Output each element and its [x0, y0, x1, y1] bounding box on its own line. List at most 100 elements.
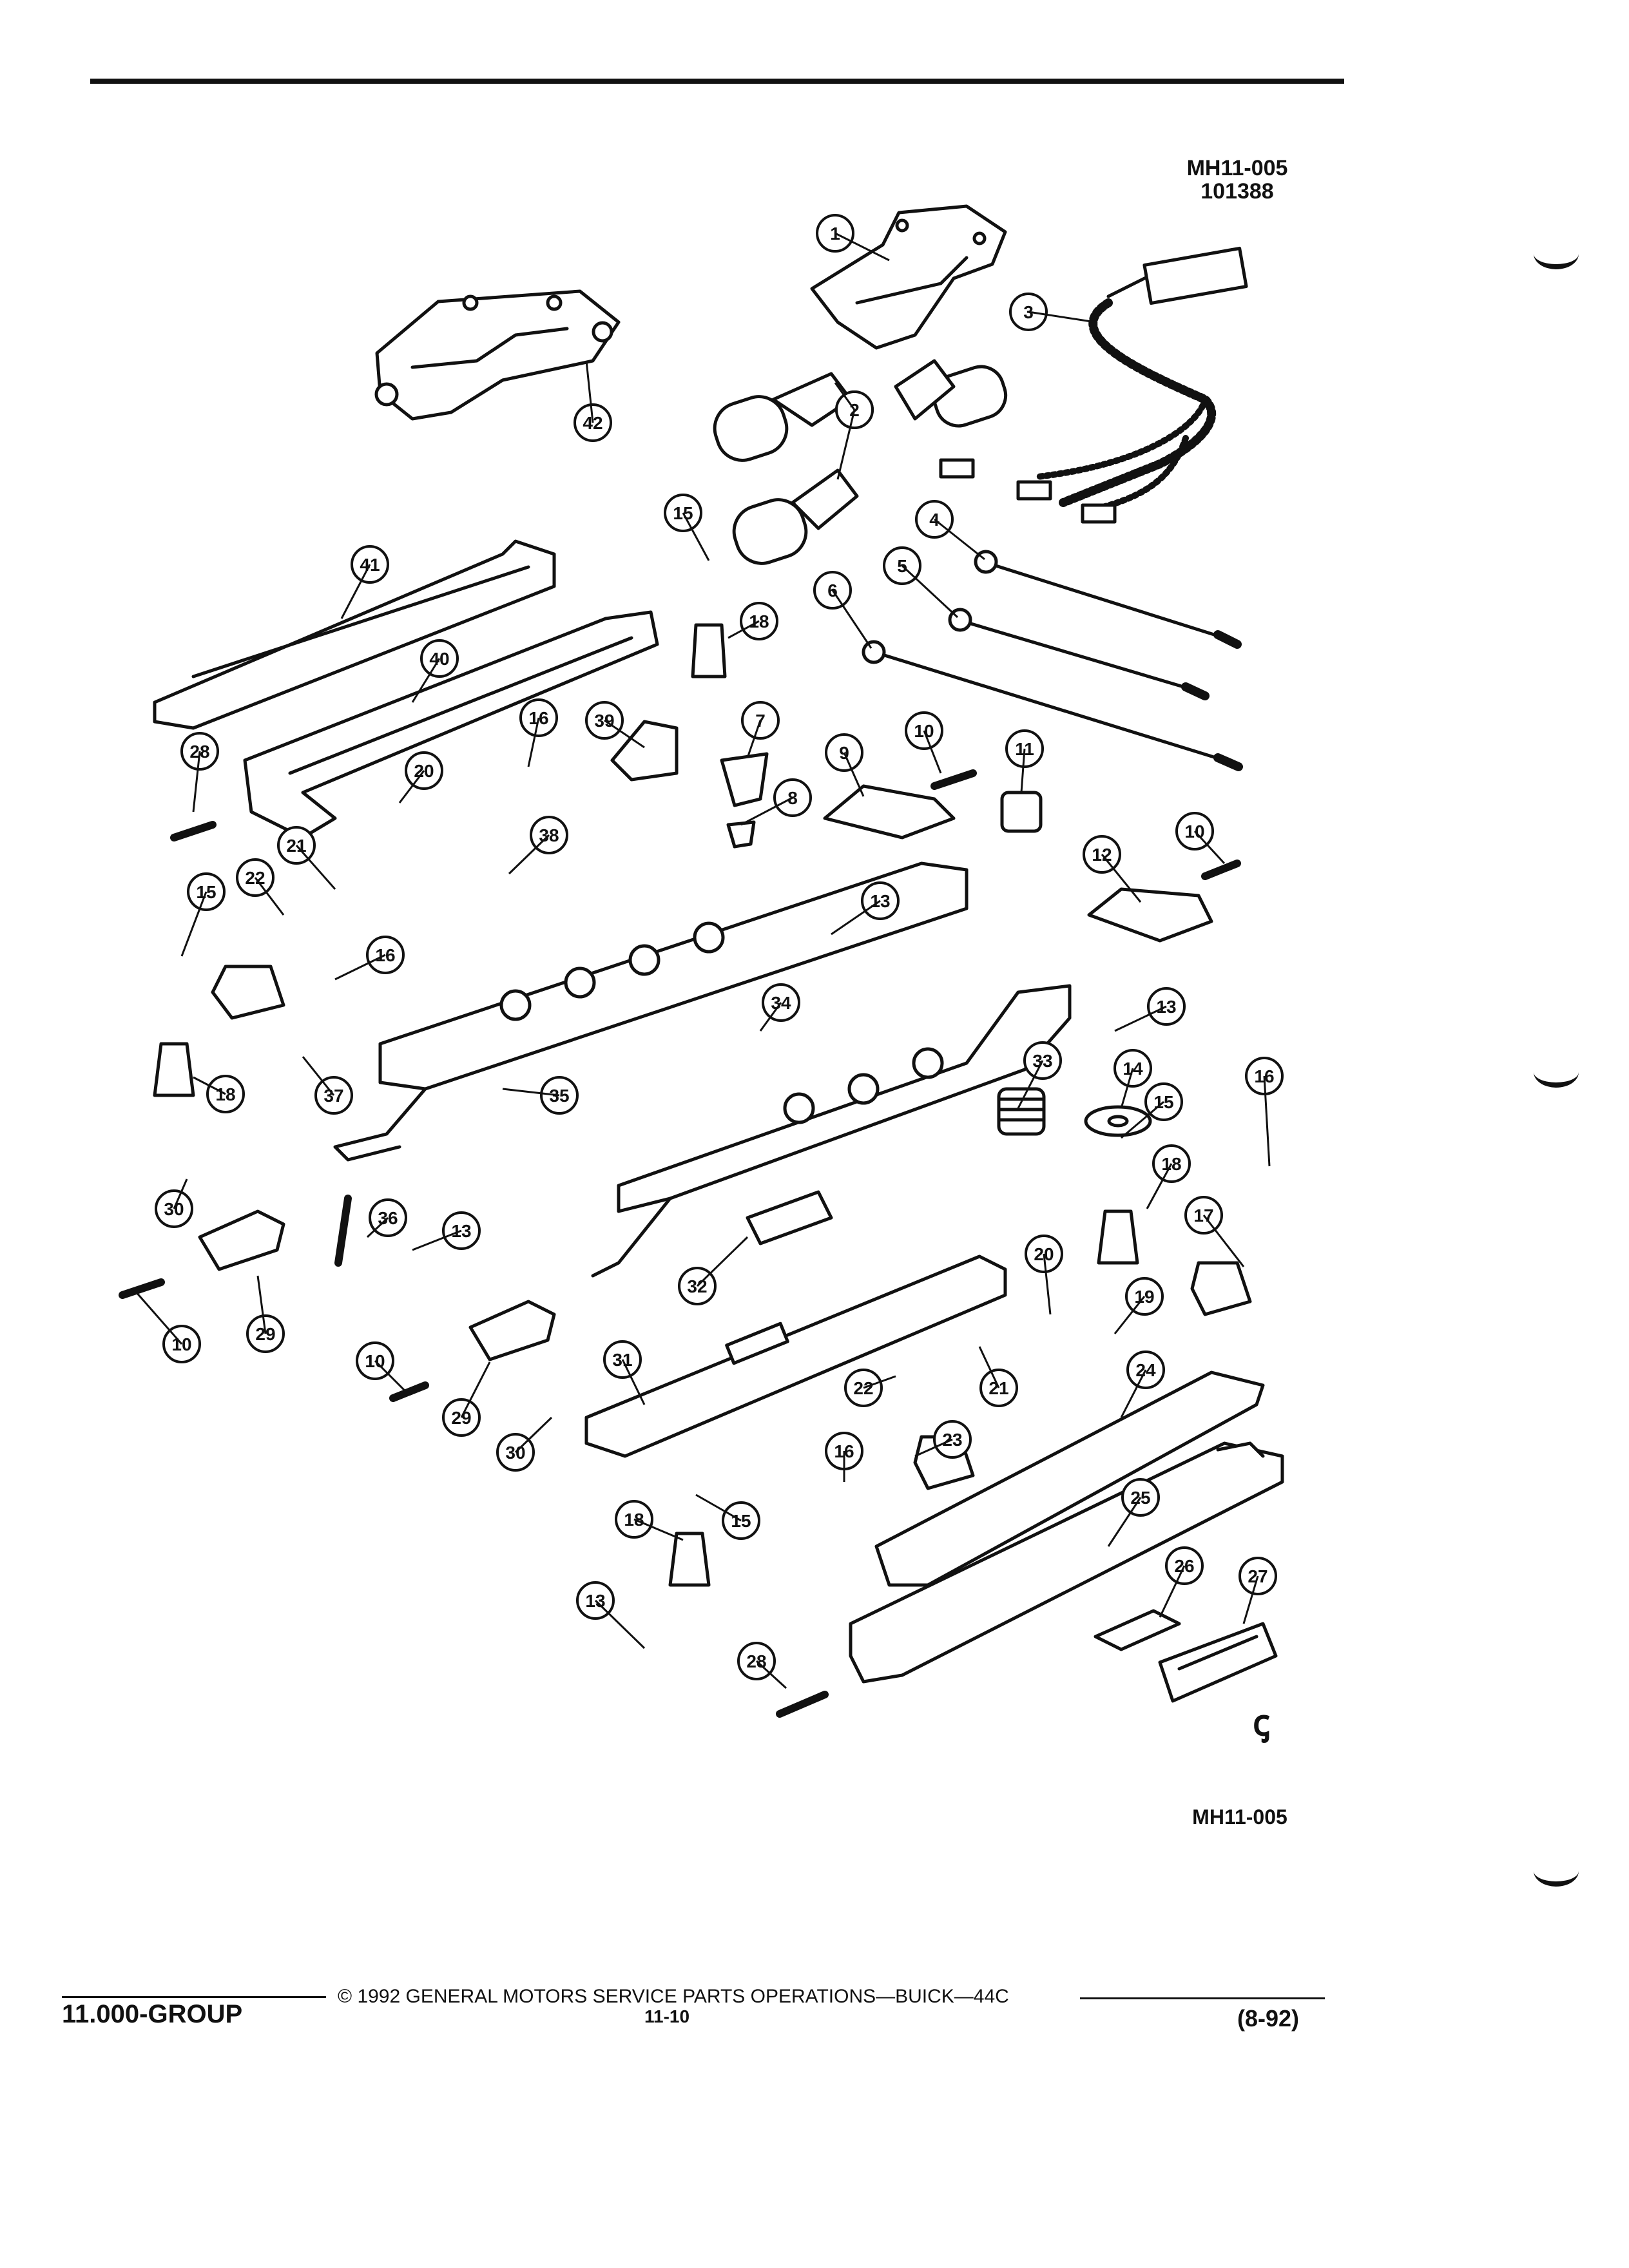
- leader-line: [1028, 311, 1096, 323]
- leader-line: [412, 1229, 462, 1251]
- leader-line: [834, 232, 890, 262]
- leader-line: [621, 1359, 646, 1405]
- part-35-track: [333, 861, 969, 1162]
- leader-line: [193, 1076, 226, 1095]
- leader-line: [1121, 1100, 1164, 1139]
- part-27-switch-bezel: [1158, 1622, 1278, 1703]
- part-1-bracket: [810, 204, 1007, 350]
- callout-40: 40: [420, 639, 459, 678]
- callout-number: 29: [451, 1408, 471, 1428]
- figure-code: MH11-005: [1186, 156, 1288, 180]
- leader-line: [1101, 854, 1142, 903]
- part-40-cover: [243, 610, 659, 840]
- callout-number: 21: [988, 1378, 1008, 1398]
- part-41-cover: [153, 539, 556, 730]
- footer-copyright: © 1992 GENERAL MOTORS SERVICE PARTS OPER…: [338, 1986, 1009, 2007]
- callout-number: 37: [323, 1086, 343, 1106]
- part-33-spring: [997, 1087, 1046, 1136]
- footer-rule-right: [1080, 1997, 1325, 1999]
- leader-line: [460, 1361, 491, 1418]
- callout-21: 21: [979, 1369, 1018, 1407]
- part-24-cover: [874, 1370, 1265, 1587]
- callout-number: 15: [731, 1511, 751, 1531]
- figure-code-bottom: MH11-005: [1192, 1805, 1287, 1829]
- part-7-grommet: [720, 752, 769, 807]
- leader-line: [180, 891, 207, 957]
- part-11-clip: [1000, 791, 1043, 833]
- leader-line: [1202, 1215, 1245, 1267]
- leader-line: [302, 1056, 335, 1096]
- callout-35: 35: [540, 1076, 579, 1115]
- figure-number: 101388: [1200, 179, 1274, 204]
- part-12-bracket: [1087, 887, 1213, 943]
- leader-line: [682, 512, 710, 561]
- leader-line: [1113, 1296, 1146, 1334]
- leader-line: [633, 1518, 684, 1541]
- leader-line: [695, 1494, 742, 1522]
- leader-line: [502, 1088, 560, 1097]
- leader-line: [1020, 748, 1026, 793]
- leader-line: [831, 590, 872, 649]
- leader-line: [728, 620, 760, 639]
- leader-line: [934, 518, 985, 561]
- leader-line: [1120, 1068, 1134, 1109]
- leader-line: [334, 954, 386, 981]
- leader-line: [374, 1360, 407, 1393]
- part-42-motor-assembly: [374, 289, 621, 421]
- leader-line: [834, 382, 856, 410]
- part-9-bracket: [823, 784, 956, 840]
- binding-mark: [1534, 1057, 1579, 1088]
- callout-18: 18: [740, 602, 778, 640]
- callout-number: 18: [215, 1084, 235, 1104]
- callout-number: 35: [549, 1086, 569, 1106]
- part-31-track: [584, 1254, 1007, 1458]
- part-4-5-6-cables: [862, 550, 1243, 771]
- leader-line: [366, 1216, 389, 1238]
- binding-mark: [1534, 1856, 1579, 1887]
- binding-mark: [1534, 238, 1579, 269]
- part-25-cover: [849, 1441, 1284, 1684]
- part-14-washer: [1084, 1105, 1152, 1137]
- pinions: [153, 623, 1139, 1587]
- leader-lines: [134, 232, 1271, 1689]
- header-rule: [90, 79, 1344, 84]
- leader-line: [1114, 1005, 1167, 1032]
- leader-line: [863, 1375, 896, 1389]
- callout-13: 13: [1147, 987, 1186, 1026]
- leader-line: [696, 1236, 749, 1287]
- leader-line: [134, 1291, 183, 1345]
- leader-line: [755, 1660, 787, 1689]
- leader-line: [604, 719, 645, 749]
- leader-line: [254, 877, 285, 916]
- leader-line: [831, 899, 881, 936]
- part-34-track: [591, 984, 1072, 1278]
- part-26-switch: [1094, 1609, 1181, 1651]
- leader-line: [1193, 830, 1226, 865]
- leader-line: [1159, 1565, 1186, 1618]
- footer-page-number: 11-10: [644, 2006, 690, 2026]
- callout-37: 37: [314, 1076, 353, 1115]
- part-32-motor-connector: [746, 1190, 833, 1245]
- leader-line: [759, 1002, 782, 1032]
- leader-line: [923, 730, 942, 774]
- leader-line: [740, 796, 793, 826]
- leader-line: [914, 1438, 953, 1457]
- leader-line: [594, 1599, 646, 1649]
- callout-number: 22: [853, 1378, 873, 1398]
- leader-line: [978, 1346, 1000, 1389]
- leader-line: [192, 751, 201, 812]
- leader-line: [585, 360, 594, 423]
- leader-line: [1263, 1075, 1271, 1167]
- footer-rule-left: [62, 1996, 326, 1998]
- leader-line: [746, 720, 762, 758]
- leader-line: [411, 658, 441, 703]
- footer-date: (8-92): [1237, 2005, 1300, 2032]
- leader-line: [173, 1178, 188, 1209]
- part-2-motor: [713, 359, 1008, 565]
- leader-line: [508, 834, 550, 875]
- leader-line: [295, 845, 336, 890]
- leader-line: [843, 752, 865, 797]
- leader-line: [1146, 1163, 1173, 1209]
- leader-line: [340, 564, 371, 619]
